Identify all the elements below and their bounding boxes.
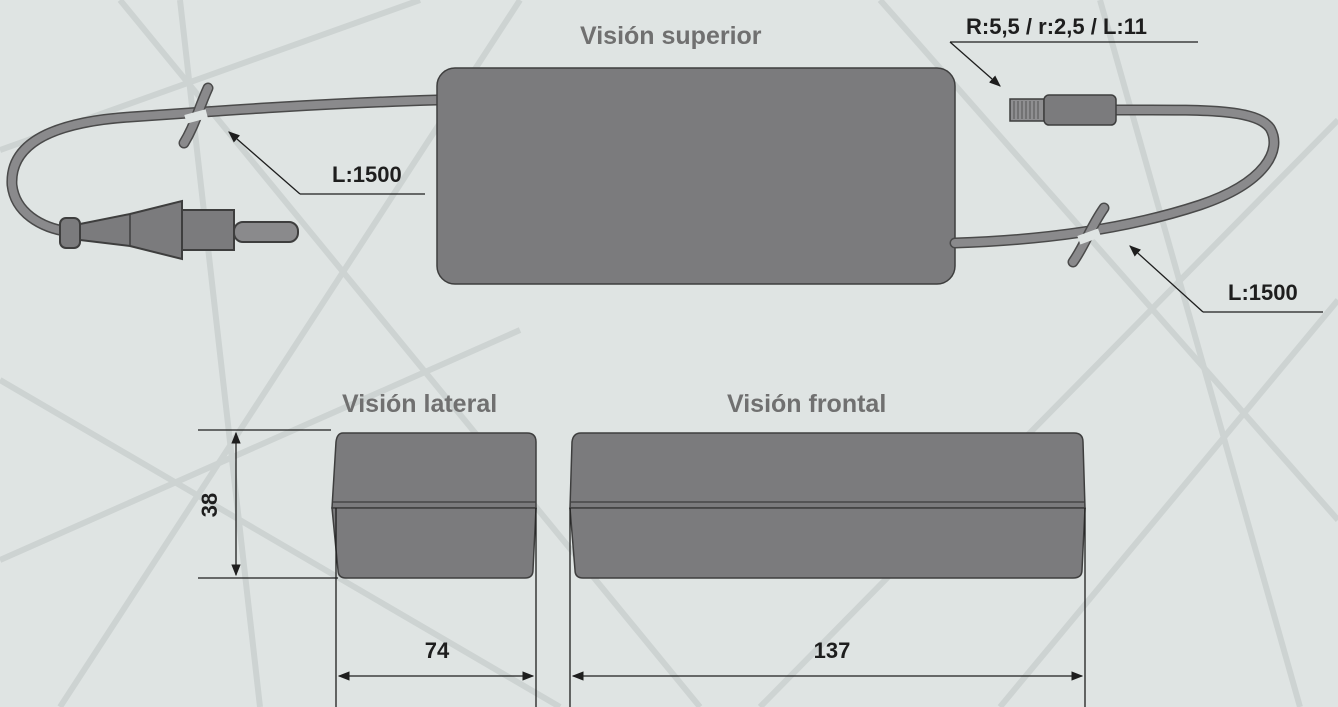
cable-break-left (178, 82, 214, 149)
adapter-body-top (436, 67, 956, 285)
depth-value-label: 74 (424, 638, 450, 663)
connector-leader (949, 41, 1198, 87)
side-view-title: Visión lateral (342, 390, 498, 418)
input-length-leader (228, 131, 425, 195)
output-length-leader (1129, 245, 1323, 313)
depth-dimension (335, 508, 537, 707)
front-view-title: Visión frontal (727, 390, 887, 418)
top-view-title: Visión superior (580, 22, 762, 50)
width-dimension (569, 508, 1086, 707)
height-dimension (198, 429, 338, 579)
height-value-label: 38 (197, 492, 222, 518)
output-cable-length-label: L:1500 (1228, 280, 1298, 305)
mains-plug (59, 199, 299, 261)
input-cable-length-label: L:1500 (332, 162, 402, 187)
adapter-body-side (331, 432, 537, 579)
cable-break-right (1067, 202, 1110, 268)
connector-spec-label: R:5,5 / r:2,5 / L:11 (966, 14, 1147, 39)
width-value-label: 137 (813, 638, 851, 663)
dc-connector (1009, 94, 1117, 126)
adapter-body-front (569, 432, 1086, 579)
